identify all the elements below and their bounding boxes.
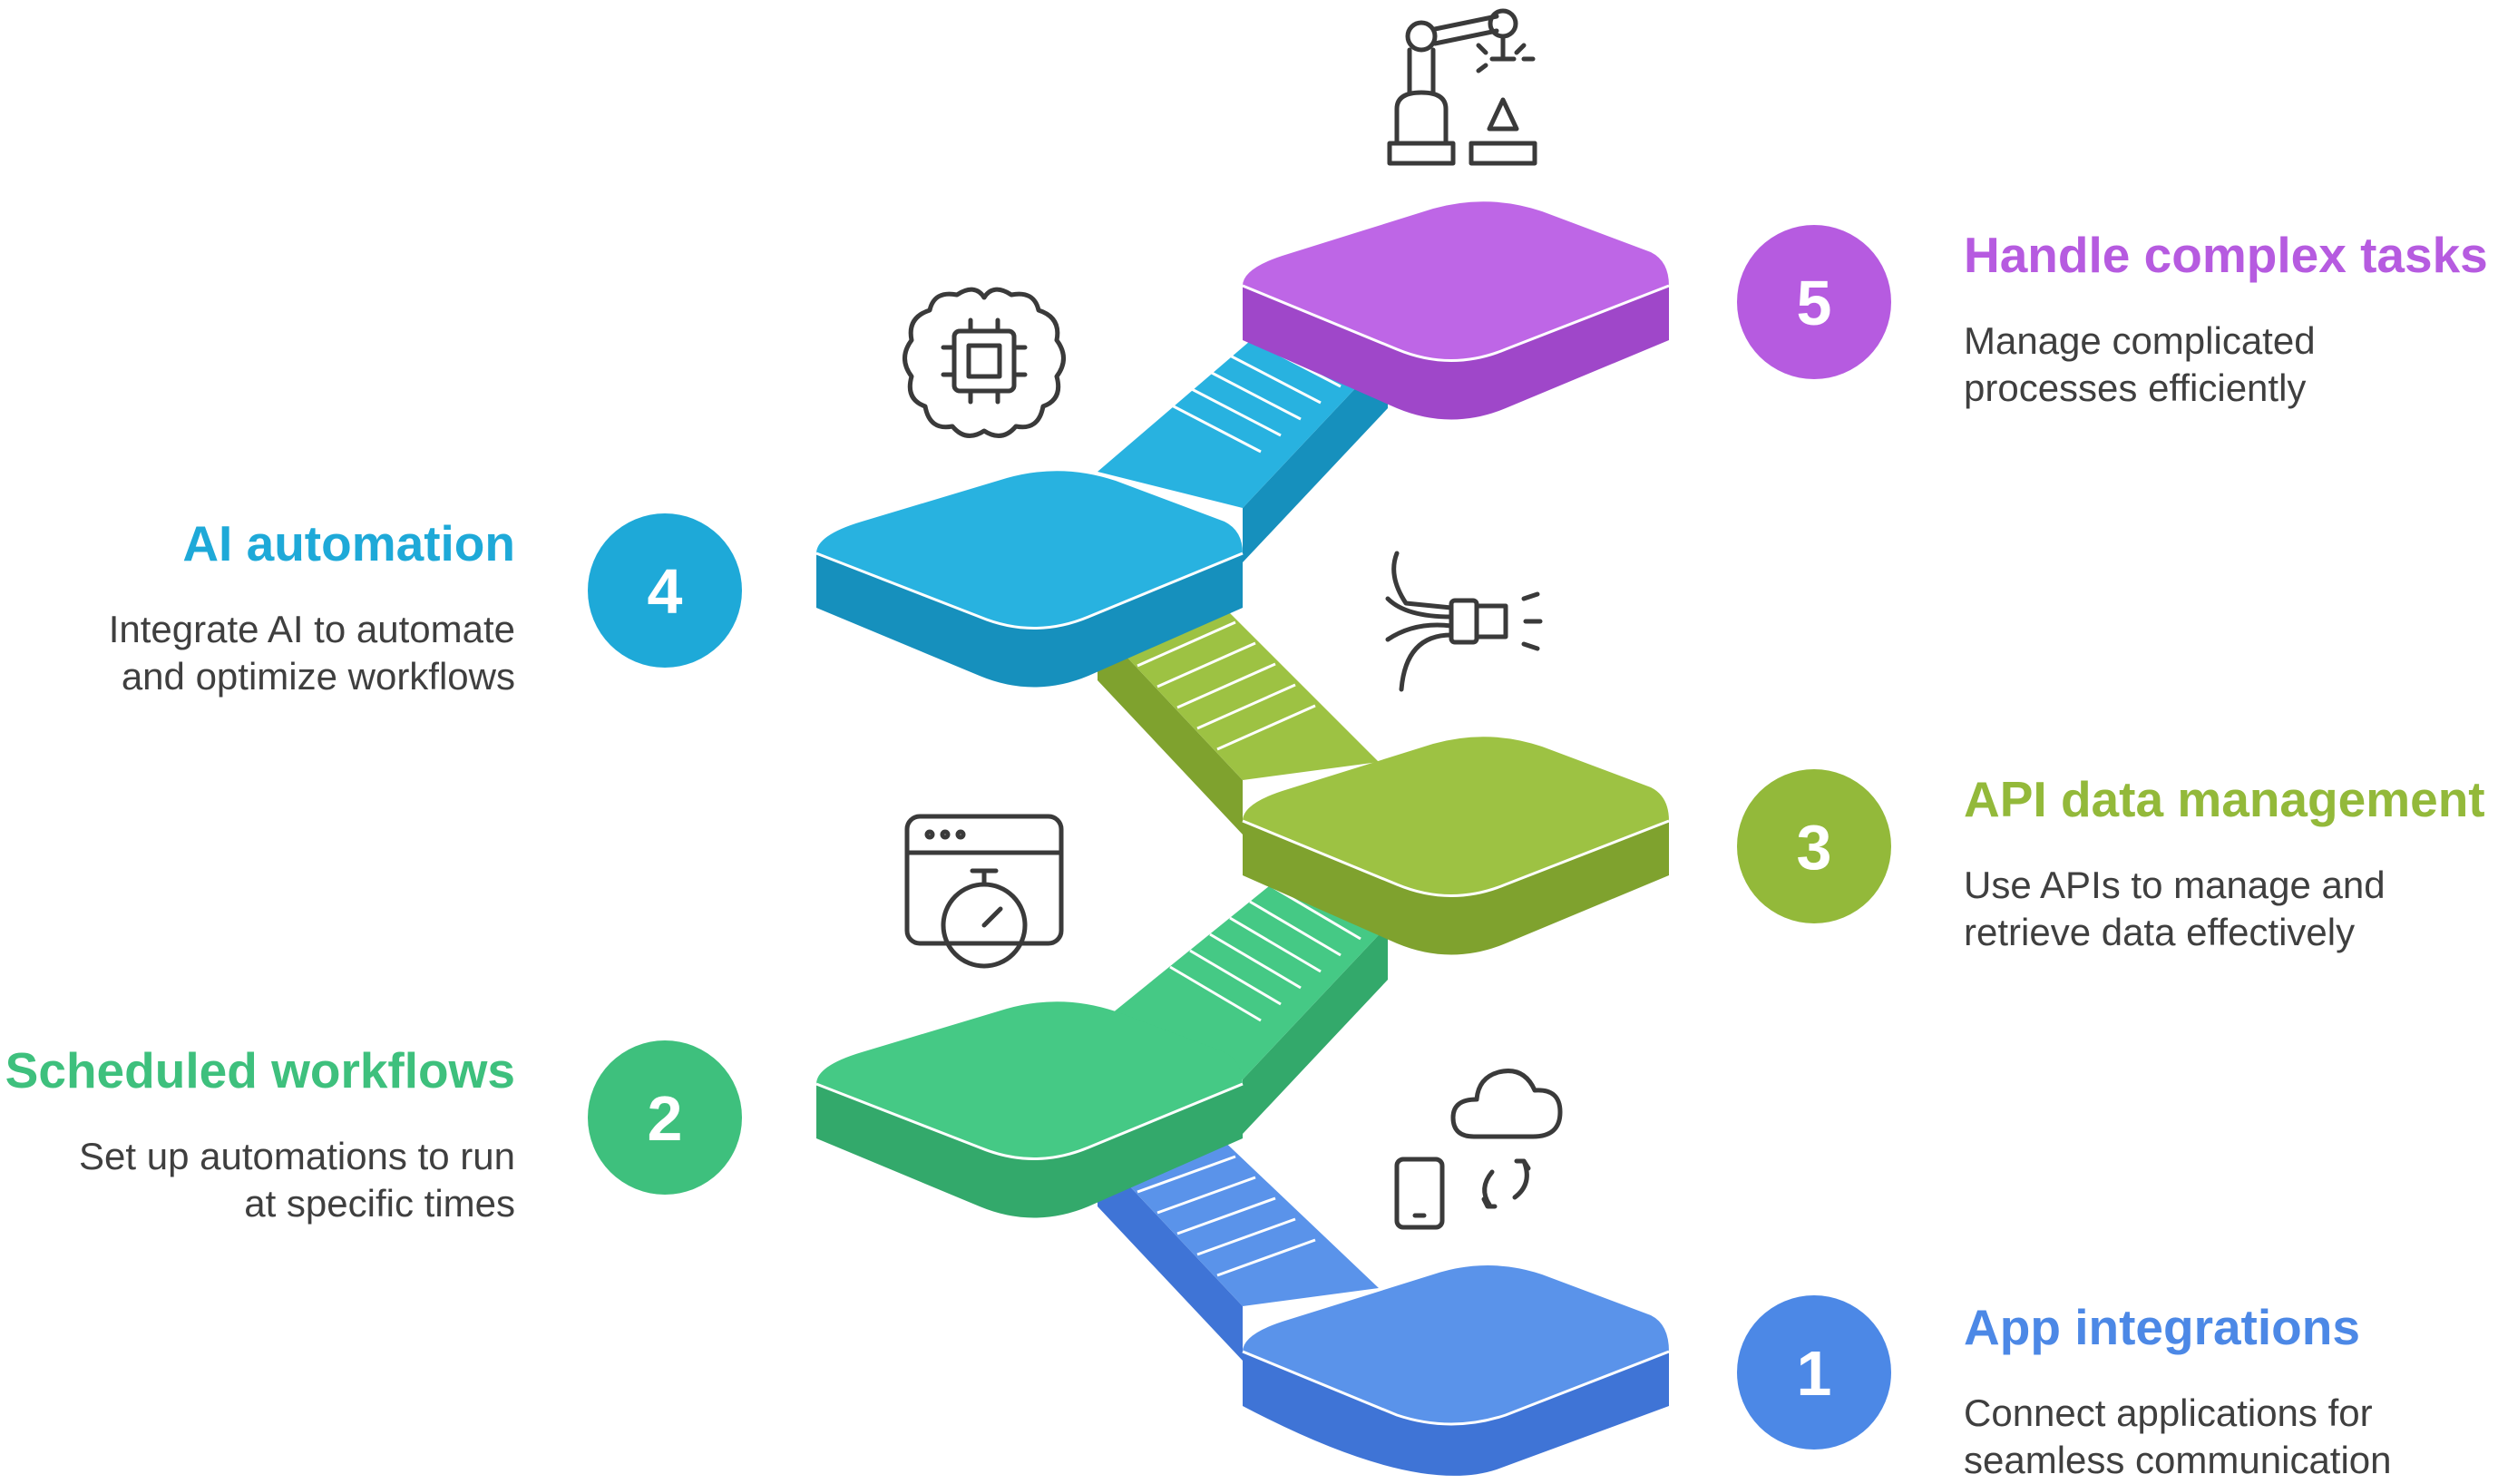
step-description-line-1: Manage complicated bbox=[1964, 319, 2316, 362]
step-description-line-2: at specific times bbox=[244, 1182, 515, 1225]
step-description-line-1: Use APIs to manage and bbox=[1964, 864, 2386, 906]
badge-circle bbox=[1737, 769, 1891, 923]
platform-3 bbox=[1242, 737, 1670, 955]
step-description-line-2: processes efficiently bbox=[1964, 366, 2306, 409]
step-title: API data management bbox=[1964, 771, 2485, 827]
platform-5 bbox=[1242, 201, 1670, 420]
step-description-line-1: Set up automations to run bbox=[79, 1135, 515, 1177]
browser-stopwatch-icon bbox=[904, 814, 1064, 969]
step-description-line-2: retrieve data effectively bbox=[1964, 911, 2355, 953]
platform-edge bbox=[1242, 819, 1670, 897]
step-title: Scheduled workflows bbox=[5, 1042, 515, 1098]
badge-number: 2 bbox=[648, 1083, 683, 1154]
step-badge-4: 4 bbox=[588, 513, 742, 668]
step-label-1: App integrations Connect applications fo… bbox=[1964, 1299, 2392, 1481]
stair-side bbox=[1243, 354, 1388, 562]
step-title: Handle complex tasks bbox=[1964, 227, 2488, 283]
platform-edge bbox=[815, 552, 1244, 630]
step-label-2: Scheduled workflows Set up automations t… bbox=[5, 1042, 515, 1225]
platform-edge bbox=[1242, 284, 1670, 362]
stair-side bbox=[1243, 925, 1388, 1134]
step-badge-3: 3 bbox=[1737, 769, 1891, 923]
badge-number: 4 bbox=[648, 556, 683, 627]
badge-circle bbox=[1737, 1295, 1891, 1450]
stair-2-to-3 bbox=[1098, 871, 1388, 1134]
step-badge-1: 1 bbox=[1737, 1295, 1891, 1450]
badge-circle bbox=[1737, 225, 1891, 379]
robot-arm-icon bbox=[1387, 8, 1537, 166]
platform-4 bbox=[815, 471, 1244, 688]
platform-edge bbox=[815, 1082, 1244, 1160]
step-description-line-2: seamless communication bbox=[1964, 1439, 2392, 1481]
step-label-5: Handle complex tasks Manage complicated … bbox=[1964, 227, 2488, 409]
badge-circle bbox=[588, 1040, 742, 1195]
stair-treads bbox=[1169, 884, 1361, 1022]
badge-number: 5 bbox=[1797, 268, 1832, 338]
step-description-line-1: Integrate AI to automate bbox=[109, 608, 515, 650]
cable-plug-icon bbox=[1385, 551, 1543, 692]
platform-top bbox=[816, 471, 1243, 629]
step-badge-5: 5 bbox=[1737, 225, 1891, 379]
badge-number: 3 bbox=[1797, 812, 1832, 883]
brain-chip-icon bbox=[903, 287, 1066, 438]
badge-circle bbox=[588, 513, 742, 668]
cloud-phone-sync-icon bbox=[1394, 1069, 1563, 1230]
step-label-4: AI automation Integrate AI to automate a… bbox=[109, 515, 515, 698]
platform-top bbox=[1243, 737, 1669, 896]
step-description-line-2: and optimize workflows bbox=[122, 655, 515, 698]
platform-2 bbox=[815, 1001, 1244, 1218]
step-title: App integrations bbox=[1964, 1299, 2360, 1355]
platform-top bbox=[1243, 1265, 1669, 1424]
badge-number: 1 bbox=[1797, 1338, 1832, 1409]
stair-side bbox=[1098, 626, 1243, 835]
platform-top bbox=[816, 1001, 1243, 1159]
platform-edge bbox=[1242, 1350, 1670, 1426]
step-title: AI automation bbox=[182, 515, 515, 571]
step-badge-2: 2 bbox=[588, 1040, 742, 1195]
platform-1 bbox=[1242, 1265, 1670, 1476]
stair-steps bbox=[1098, 871, 1388, 1079]
platform-top bbox=[1243, 201, 1669, 361]
stair-side bbox=[1098, 1152, 1243, 1361]
step-label-3: API data management Use APIs to manage a… bbox=[1964, 771, 2485, 953]
step-description-line-1: Connect applications for bbox=[1964, 1391, 2373, 1434]
